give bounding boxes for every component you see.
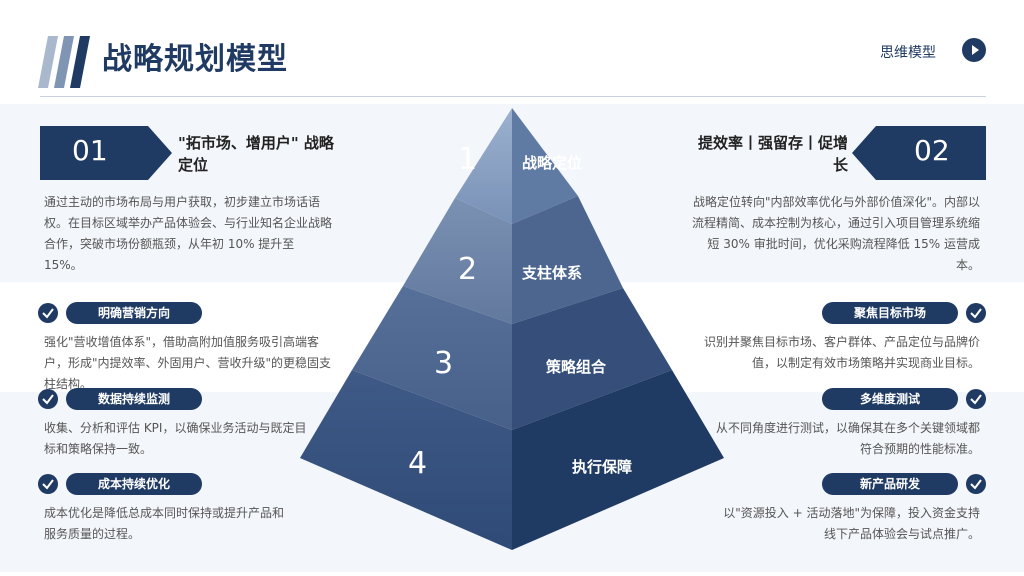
right-item-1-text: 识别并聚焦目标市场、客户群体、产品定位与品牌价值，以制定有效市场策略并实现商业目…	[703, 335, 980, 370]
check-icon	[966, 474, 986, 494]
pyramid-tier-4-right	[512, 370, 724, 550]
pyramid-tier-3-label: 策略组合	[546, 358, 607, 376]
left-item-2-pill: 数据持续监测	[66, 388, 202, 410]
left-paragraph: 通过主动的市场布局与用户获取，初步建立市场话语权。在目标区域举办产品体验会、与行…	[44, 195, 333, 272]
check-icon	[38, 474, 58, 494]
check-icon	[38, 303, 58, 323]
pyramid-tier-1-left	[455, 108, 512, 224]
right-paragraph: 战略定位转向"内部效率优化与外部价值深化"。内部以流程精简、成本控制为核心，通过…	[691, 195, 980, 272]
pyramid-tier-1-number: 1	[458, 142, 478, 177]
number-01: 01	[72, 134, 108, 167]
play-button[interactable]	[962, 38, 986, 62]
header-divider	[40, 96, 986, 97]
pyramid-tier-3-number: 3	[434, 346, 454, 381]
left-item-2-text: 收集、分析和评估 KPI，以确保业务活动与既定目标和策略保持一致。	[44, 421, 307, 456]
right-heading: 提效率丨强留存丨促增长	[697, 134, 848, 174]
pyramid-tier-4-left	[300, 370, 512, 550]
pyramid-tier-1-right	[512, 108, 578, 224]
right-item-1-pill: 聚焦目标市场	[822, 302, 958, 324]
check-icon	[38, 389, 58, 409]
pyramid-diagram	[300, 108, 724, 550]
pyramid-tier-2-label: 支柱体系	[522, 264, 583, 282]
left-heading: "拓市场、增用户" 战略定位	[178, 134, 334, 174]
right-item-3-pill: 新产品研发	[822, 473, 958, 495]
header-stripes-logo	[38, 36, 90, 88]
number-tab-02	[852, 126, 986, 180]
pyramid-tier-3-left	[352, 286, 512, 430]
pyramid-tier-2-right	[512, 196, 623, 324]
page-title: 战略规划模型	[102, 42, 288, 77]
left-item-3-text: 成本优化是降低总成本同时保持或提升产品和服务质量的过程。	[44, 506, 285, 541]
left-item-1-text: 强化"营收增值体系"，借助高附加值服务吸引高端客户，形成"内提效率、外固用户、营…	[44, 335, 332, 391]
right-item-3-text: 以"资源投入 + 活动落地"为保障，投入资金支持线下产品体验会与试点推广。	[723, 506, 980, 541]
check-icon	[966, 389, 986, 409]
check-icon	[966, 303, 986, 323]
play-icon	[972, 45, 979, 55]
pyramid-tier-1-label: 战略定位	[522, 154, 583, 172]
number-tab-01	[40, 126, 172, 180]
left-item-1-pill: 明确营销方向	[66, 302, 202, 324]
top-right-label: 思维模型	[880, 45, 936, 61]
pyramid-tier-4-label: 执行保障	[572, 458, 633, 476]
pyramid-tier-3-right	[512, 288, 672, 430]
pyramid-tier-2-left	[403, 198, 512, 324]
pyramid-tier-4-number: 4	[408, 446, 428, 481]
number-02: 02	[914, 134, 950, 167]
pyramid-tier-2-number: 2	[458, 252, 478, 287]
right-item-2-pill: 多维度测试	[822, 388, 958, 410]
left-item-3-pill: 成本持续优化	[66, 473, 202, 495]
right-item-2-text: 从不同角度进行测试，以确保其在多个关键领域都符合预期的性能标准。	[716, 421, 981, 456]
